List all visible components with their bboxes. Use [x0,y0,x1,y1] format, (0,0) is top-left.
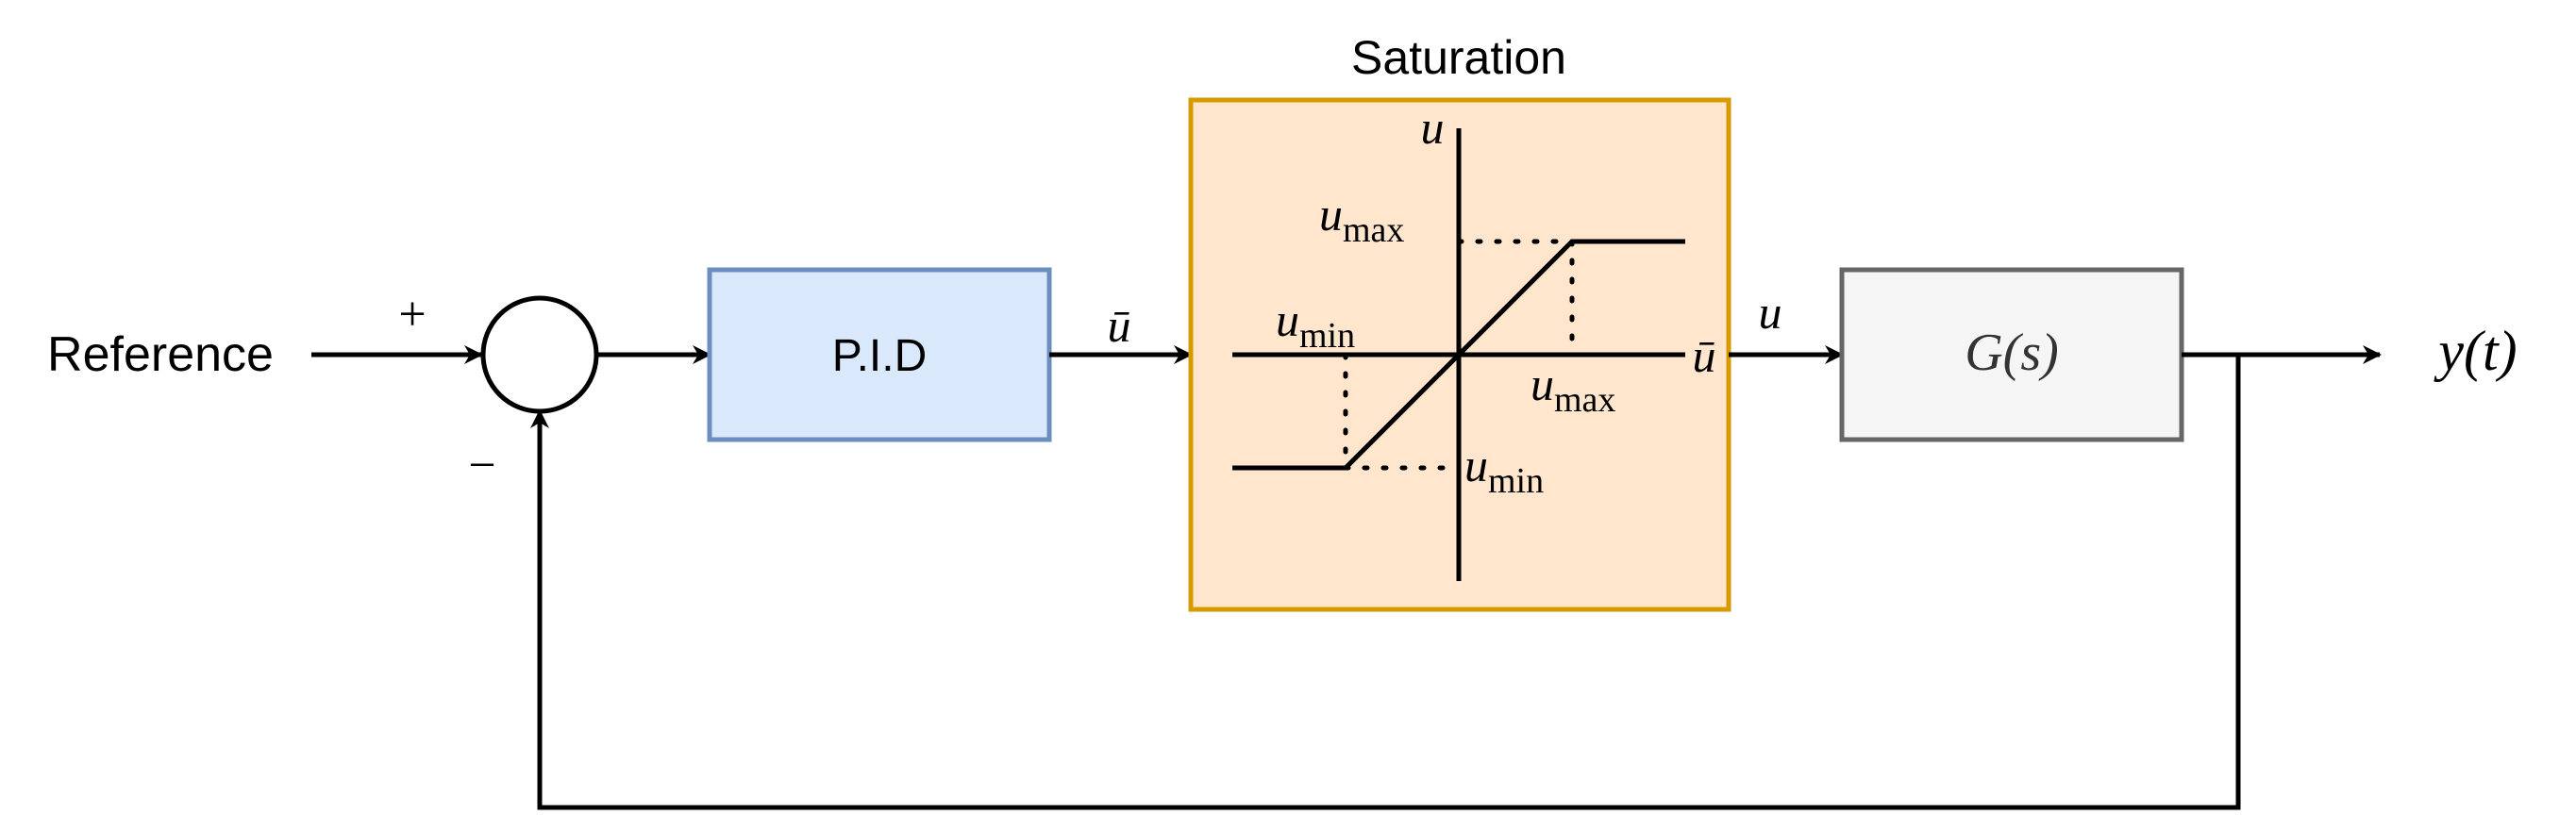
saturation-curve [1232,239,1685,471]
output-label: y(t) [2433,320,2517,382]
saturation-title: Saturation [1351,31,1566,84]
summing-junction[interactable] [480,295,599,414]
plus-sign: + [398,288,426,341]
pid-block[interactable] [707,267,1052,442]
plant-block[interactable] [1839,267,2184,442]
plant-label: G(s) [1965,324,2059,382]
horizontal-axis-label: ū [1693,329,1716,382]
u-max-upper-label: umax [1319,188,1404,250]
minus-sign: − [468,439,495,492]
u-max-lower-label: umax [1531,358,1615,420]
u-bar-signal-label: ū [1108,299,1131,352]
u-min-lower-label: umin [1464,439,1544,501]
vertical-axis-label: u [1421,101,1445,154]
u-signal-label: u [1759,286,1782,339]
pid-label: P.I.D [832,331,928,381]
feedback-path [530,355,2241,810]
reference-label: Reference [47,327,274,382]
u-min-left-label: umin [1276,293,1355,356]
